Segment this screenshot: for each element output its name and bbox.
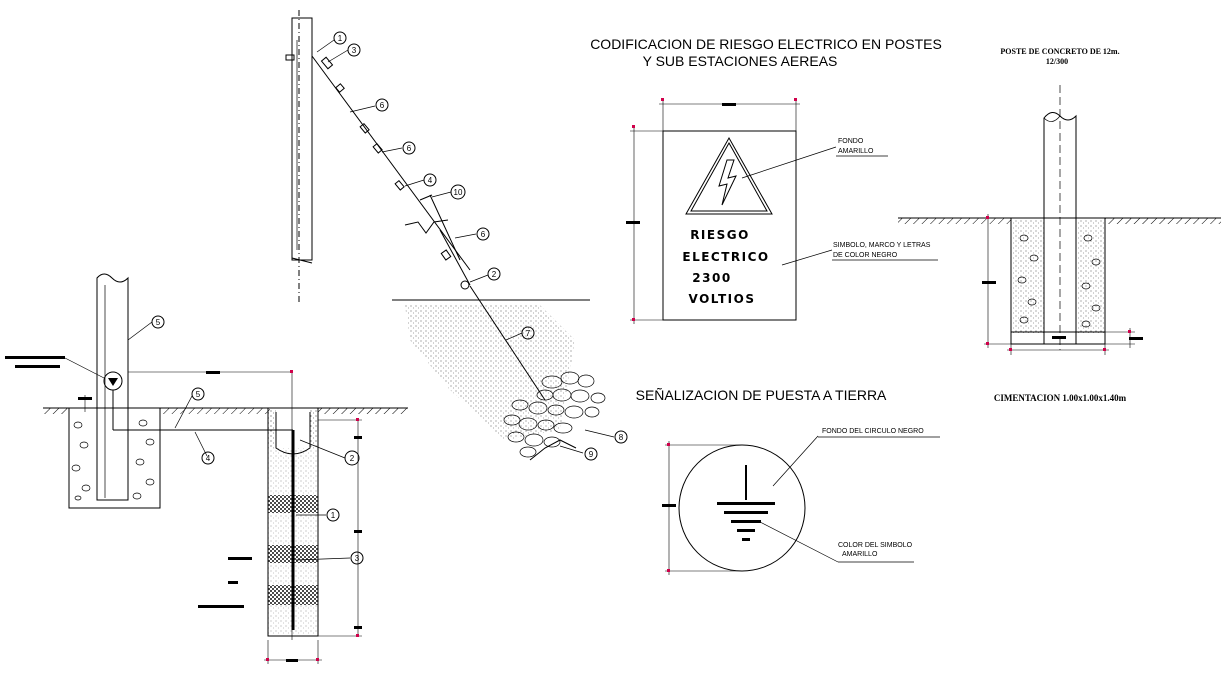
callout-label: 8 <box>619 433 624 442</box>
pole-section <box>96 273 129 501</box>
grounding-detail: 5 5 4 2 1 3 <box>5 273 408 664</box>
pole-foundation-detail <box>898 85 1221 355</box>
callout-label: 7 <box>526 329 531 338</box>
callout-label: 5 <box>156 318 161 327</box>
callout-label: 2 <box>492 270 497 279</box>
note-background-line2: AMARILLO <box>838 148 874 155</box>
note-background-line1: FONDO <box>838 138 864 145</box>
sign-text-line1: RIESGO <box>690 228 750 242</box>
callout-label: 6 <box>407 144 412 153</box>
guy-callouts: 1 3 6 6 4 10 6 2 7 8 9 <box>333 31 628 461</box>
coding-title-line1: CODIFICACION DE RIESGO ELECTRICO EN POST… <box>590 36 942 52</box>
pole-title-line2: 12/300 <box>1046 57 1068 66</box>
callout-label: 2 <box>350 454 355 463</box>
note-symbol-line2: DE COLOR NEGRO <box>833 252 898 259</box>
grounding-title: SEÑALIZACION DE PUESTA A TIERRA <box>636 387 887 403</box>
sign-frame <box>662 130 797 321</box>
upper-pole <box>291 17 313 261</box>
sign-text-line4: VOLTIOS <box>689 292 756 306</box>
callout-label: 4 <box>206 454 211 463</box>
note-circle-background: FONDO DEL CIRCULO NEGRO <box>822 428 924 435</box>
concrete-pole <box>1043 112 1077 345</box>
callout-label: 6 <box>481 230 486 239</box>
guy-wire <box>311 55 471 271</box>
sign-text-line2: ELECTRICO <box>682 250 769 264</box>
hazard-sign: RIESGO ELECTRICO 2300 VOLTIOS FONDO AMAR… <box>626 100 938 324</box>
callout-label: 3 <box>352 46 357 55</box>
callout-label: 6 <box>380 101 385 110</box>
note-symbol-color-line1: COLOR DEL SIMBOLO <box>838 542 913 549</box>
ground-callouts: 5 5 4 2 1 3 <box>151 315 364 565</box>
sign-text-line3: 2300 <box>692 271 731 285</box>
callout-label: 1 <box>331 511 336 520</box>
foundation-caption: CIMENTACION 1.00x1.00x1.40m <box>994 393 1127 403</box>
callout-label: 4 <box>428 176 433 185</box>
grounding-circle <box>678 444 806 572</box>
grounding-sign: FONDO DEL CIRCULO NEGRO COLOR DEL SIMBOL… <box>662 428 940 575</box>
dimension-ticks <box>266 98 1131 661</box>
note-symbol-color-line2: AMARILLO <box>842 551 878 558</box>
callout-label: 3 <box>355 554 360 563</box>
pole-title-line1: POSTE DE CONCRETO DE 12m. <box>1000 47 1119 56</box>
callout-label: 1 <box>338 34 343 43</box>
note-symbol-line1: SIMBOLO, MARCO Y LETRAS <box>833 242 931 249</box>
ground-symbol-icon <box>717 465 775 541</box>
callout-label: 5 <box>196 390 201 399</box>
callout-label: 10 <box>454 188 463 197</box>
coding-title-line2: Y SUB ESTACIONES AEREAS <box>643 53 838 69</box>
lightning-icon <box>718 159 737 206</box>
guy-anchor-detail: 1 3 6 6 4 10 6 2 7 8 9 <box>285 10 628 461</box>
callout-label: 9 <box>589 450 594 459</box>
